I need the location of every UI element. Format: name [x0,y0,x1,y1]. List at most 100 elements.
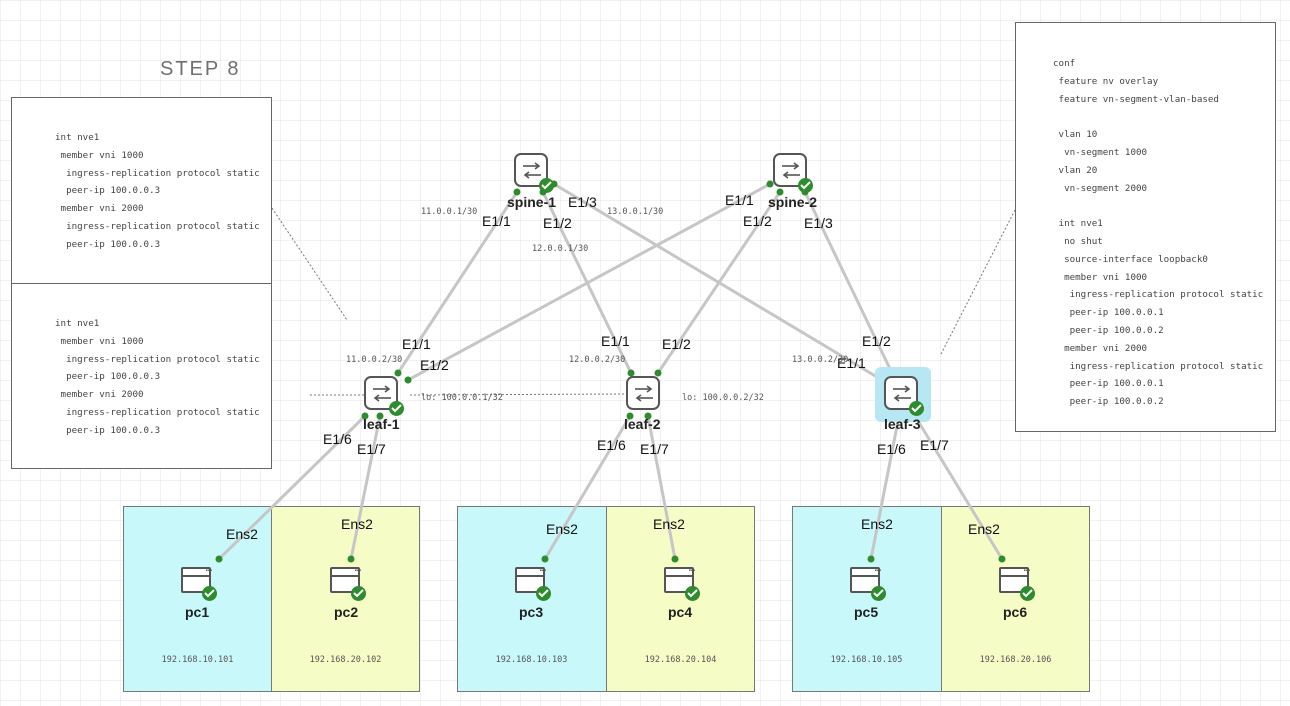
port-label: E1/1 [837,355,866,371]
zone-pc4 [606,506,755,692]
leaf1-config-text: int nve1 member vni 1000 ingress-replica… [55,132,260,250]
check-icon [351,586,366,601]
check-icon [685,586,700,601]
link-leaf2-pc3 [543,415,632,560]
pc2-port-label: Ens2 [341,516,373,532]
pc4-label: pc4 [668,604,693,620]
pc1-pc-icon[interactable]: ▪▪▪ [181,567,217,601]
check-icon [871,586,886,601]
port-dot [644,412,652,420]
step-title: STEP 8 [160,58,241,80]
port-label: E1/6 [323,431,352,447]
leaf3-config-text: conf feature nv overlay feature vn-segme… [1053,58,1264,408]
pc1-label: pc1 [185,604,210,620]
port-label: E1/3 [568,194,597,210]
pc2-pc-icon[interactable]: ▪▪▪ [330,567,366,601]
leaf1-config-box: int nve1 member vni 1000 ingress-replica… [11,97,272,284]
leaf2-config-box: int nve1 member vni 1000 ingress-replica… [11,283,272,469]
pc6-ip: 192.168.20.106 [979,655,1052,665]
port-dot [766,180,774,188]
pc3-pc-icon[interactable]: ▪▪▪ [515,567,551,601]
leaf3-label: leaf-3 [884,416,921,432]
callout-line-right [939,209,1016,357]
link-ip-label: 11.0.0.2/30 [346,355,403,365]
link-spine1-leaf1 [396,191,519,374]
port-label: E1/1 [482,213,511,229]
port-dot [867,555,875,563]
pc3-label: pc3 [519,604,544,620]
port-label: E1/7 [920,437,949,453]
pc4-ip: 192.168.20.104 [644,655,717,665]
port-label: E1/3 [804,215,833,231]
link-ip-label: 13.0.0.1/30 [607,207,664,217]
pc1-port-label: Ens2 [226,526,258,542]
link-spine2-leaf3 [803,191,894,374]
port-label: E1/6 [597,437,626,453]
pc2-label: pc2 [334,604,359,620]
port-label: E1/1 [402,336,431,352]
port-label: E1/2 [543,215,572,231]
port-label: E1/7 [357,441,386,457]
check-icon [909,401,924,416]
pc3-ip: 192.168.10.103 [495,655,568,665]
link-leaf2-pc4 [646,415,677,560]
port-label: E1/2 [743,213,772,229]
link-leaf3-pc6 [913,415,1004,560]
callout-line-top-left [271,207,348,321]
zone-pc3 [457,506,607,692]
loopback-label: lo: 100.0.0.2/32 [682,393,764,403]
pc6-port-label: Ens2 [968,521,1000,537]
port-dot [376,412,384,420]
port-dot [541,555,549,563]
check-icon [798,178,813,193]
pc2-ip: 192.168.20.102 [309,655,382,665]
link-ip-label: 13.0.0.2/30 [792,355,849,365]
link-spine2-leaf2 [656,191,782,374]
leaf1-switch-icon[interactable] [364,376,404,416]
port-dot [215,555,223,563]
loopback-label: lo: 100.0.0.1/32 [421,393,503,403]
pc5-pc-icon[interactable]: ▪▪▪ [850,567,886,601]
zone-pc2 [271,506,420,692]
leaf2-switch-icon[interactable] [626,376,664,414]
port-label: E1/7 [640,441,669,457]
pc4-pc-icon[interactable]: ▪▪▪ [664,567,700,601]
port-label: E1/2 [662,336,691,352]
link-leaf1-pc1 [217,414,367,561]
port-dot [361,412,369,420]
link-ip-label: 11.0.0.1/30 [421,207,478,217]
port-dot [776,188,784,196]
check-icon [389,401,404,416]
port-dot [627,369,635,377]
leaf2-label: leaf-2 [624,416,661,432]
leaf3-config-box: conf feature nv overlay feature vn-segme… [1015,22,1276,432]
leaf3-switch-icon[interactable] [884,376,924,416]
spine2-label: spine-2 [768,194,818,210]
port-dot [404,376,412,384]
pc6-label: pc6 [1003,604,1028,620]
port-dot [998,555,1006,563]
port-label: E1/2 [862,333,891,349]
link-ip-label: 12.0.0.2/30 [569,355,626,365]
link-spine2-leaf1 [407,182,771,382]
pc3-port-label: Ens2 [546,521,578,537]
port-label: E1/6 [877,441,906,457]
port-dot [654,369,662,377]
port-dot [394,369,402,377]
zone-pc1 [123,506,272,692]
pc6-pc-icon[interactable]: ▪▪▪ [999,567,1035,601]
port-label: E1/2 [420,357,449,373]
link-leaf1-pc2 [349,415,382,560]
callout-line-leaf2 [409,393,627,396]
port-dot [513,188,521,196]
check-icon [539,178,554,193]
spine1-switch-icon[interactable] [514,153,554,193]
port-label: E1/1 [725,192,754,208]
port-dot [347,555,355,563]
port-label: E1/1 [601,333,630,349]
pc5-label: pc5 [854,604,879,620]
spine2-switch-icon[interactable] [773,153,813,193]
check-icon [536,586,551,601]
link-ip-label: 12.0.0.1/30 [532,244,589,254]
